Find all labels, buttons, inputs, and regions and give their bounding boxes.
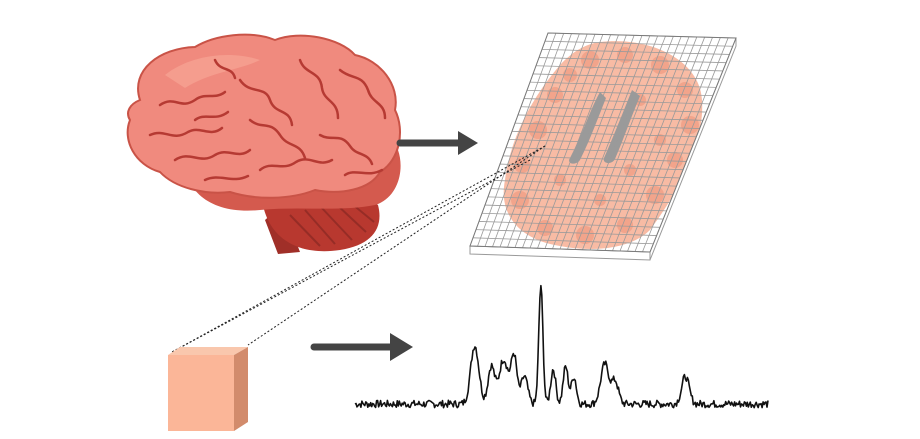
grid-line [493,180,677,187]
arrow-right-icon [396,131,478,155]
grid-line [523,98,710,105]
grid-line [490,188,674,195]
grid-line [502,155,687,162]
grid-line [484,204,667,212]
grid-line [529,81,717,88]
grid-line [532,73,720,80]
grid-line [538,57,727,64]
grid-line [496,171,680,179]
voxel-side [234,347,248,431]
grid-line [511,130,697,138]
grid-line [544,40,733,47]
voxel-top [168,347,248,355]
grid-line [517,114,703,121]
spectrum-line [354,284,769,409]
voxel-projection-lines [171,145,546,353]
ventricle-left [569,92,606,164]
grid-line [541,48,730,55]
grid-line [478,221,660,228]
grid-line [475,229,657,236]
grid-line [526,89,713,97]
grid-line [535,65,723,72]
grid-line [505,147,690,154]
mr-spectrum [354,284,769,409]
slice-grid [469,32,737,253]
grid-line [499,163,684,171]
grid-line [514,122,700,129]
voxel-front [168,355,234,431]
brain-icon [126,33,401,254]
voxel-cube-icon [168,347,248,431]
mri-slice-grid-icon [469,32,737,261]
grid-line [487,196,670,204]
grid-line [472,237,654,245]
grid-line [481,212,664,220]
grid-line [508,139,694,146]
arrow-right-icon [310,333,413,361]
grid-line [520,106,707,113]
